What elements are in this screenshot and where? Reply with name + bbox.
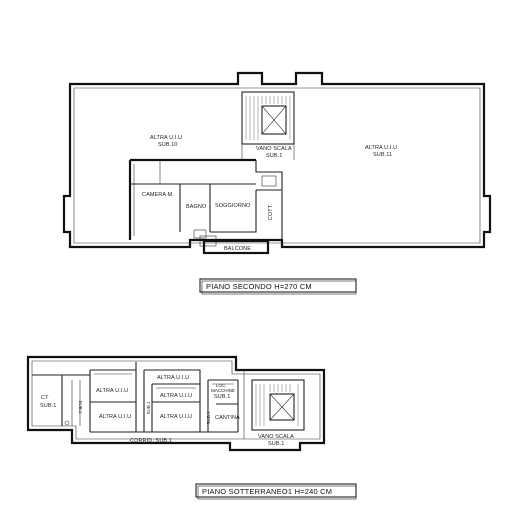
second-floor-outline: [62, 71, 492, 249]
label-altra-d: ALTRA U.I.U: [160, 393, 192, 399]
label-macchine: MACCHINE: [211, 388, 235, 393]
stairwell-basement: [243, 370, 305, 439]
stairwell-second: [241, 91, 295, 160]
label-vano-scala-sub: SUB.1: [266, 153, 282, 159]
label-altra-e: ALTRA U.I.U: [160, 414, 192, 420]
label-loc-sub: SUB.1: [214, 394, 230, 400]
label-vano-scala: VANO SCALA: [256, 146, 292, 152]
title-basement: PIANO SOTTERRANEO1 H=240 CM: [195, 483, 357, 500]
label-altra-right: ALTRA U.I.U: [365, 145, 397, 151]
apartment-walls-second: [128, 158, 283, 255]
label-sub1-right: SUB.1: [206, 411, 211, 425]
title-second-floor: PIANO SECONDO H=270 CM: [199, 278, 357, 295]
label-cott: COTT.: [268, 203, 274, 220]
label-altra-a: ALTRA U.I.U: [96, 388, 128, 394]
label-ct-sub: SUB.1: [40, 403, 56, 409]
label-cantina: CANTINA: [215, 415, 240, 421]
title-basement-text: PIANO SOTTERRANEO1 H=240 CM: [202, 487, 332, 496]
label-altra-left-sub: SUB.10: [158, 142, 178, 148]
basement-ct-room: [32, 374, 90, 426]
basement-cellars: [89, 362, 239, 433]
label-bagno: BAGNO: [186, 204, 207, 210]
title-second-floor-text: PIANO SECONDO H=270 CM: [206, 282, 312, 291]
label-loc: LOC.: [216, 383, 227, 388]
second-floor-plan: ALTRA U.I.U SUB.10 VANO SCALA SUB.1 ALTR…: [62, 71, 492, 255]
label-camera: CAMERA M.: [142, 192, 174, 198]
label-sub1-vertical: SUB.1: [78, 400, 83, 414]
label-soggiorno: SOGGIORNO: [215, 203, 251, 209]
label-ct: CT: [41, 395, 49, 401]
label-vano-scala-basement-sub: SUB.1: [268, 441, 284, 447]
label-corridoio: CORRID. SUB.1: [130, 438, 172, 444]
label-altra-right-sub: SUB.11: [373, 152, 392, 158]
label-vano-scala-basement: VANO SCALA: [258, 434, 294, 440]
basement-plan: CT SUB.1 SUB.1 ALTRA U.I.U ALTRA U.I.U S…: [26, 355, 326, 452]
label-altra-left: ALTRA U.I.U: [150, 135, 182, 141]
label-altra-c: ALTRA U.I.U: [157, 375, 189, 381]
basement-outline: [26, 355, 326, 452]
label-balcone: BALCONE: [224, 246, 251, 252]
second-floor-inner-outline: [73, 87, 481, 244]
label-sub1-mid: SUB.1: [146, 401, 151, 415]
label-altra-b: ALTRA U.I.U: [99, 414, 131, 420]
